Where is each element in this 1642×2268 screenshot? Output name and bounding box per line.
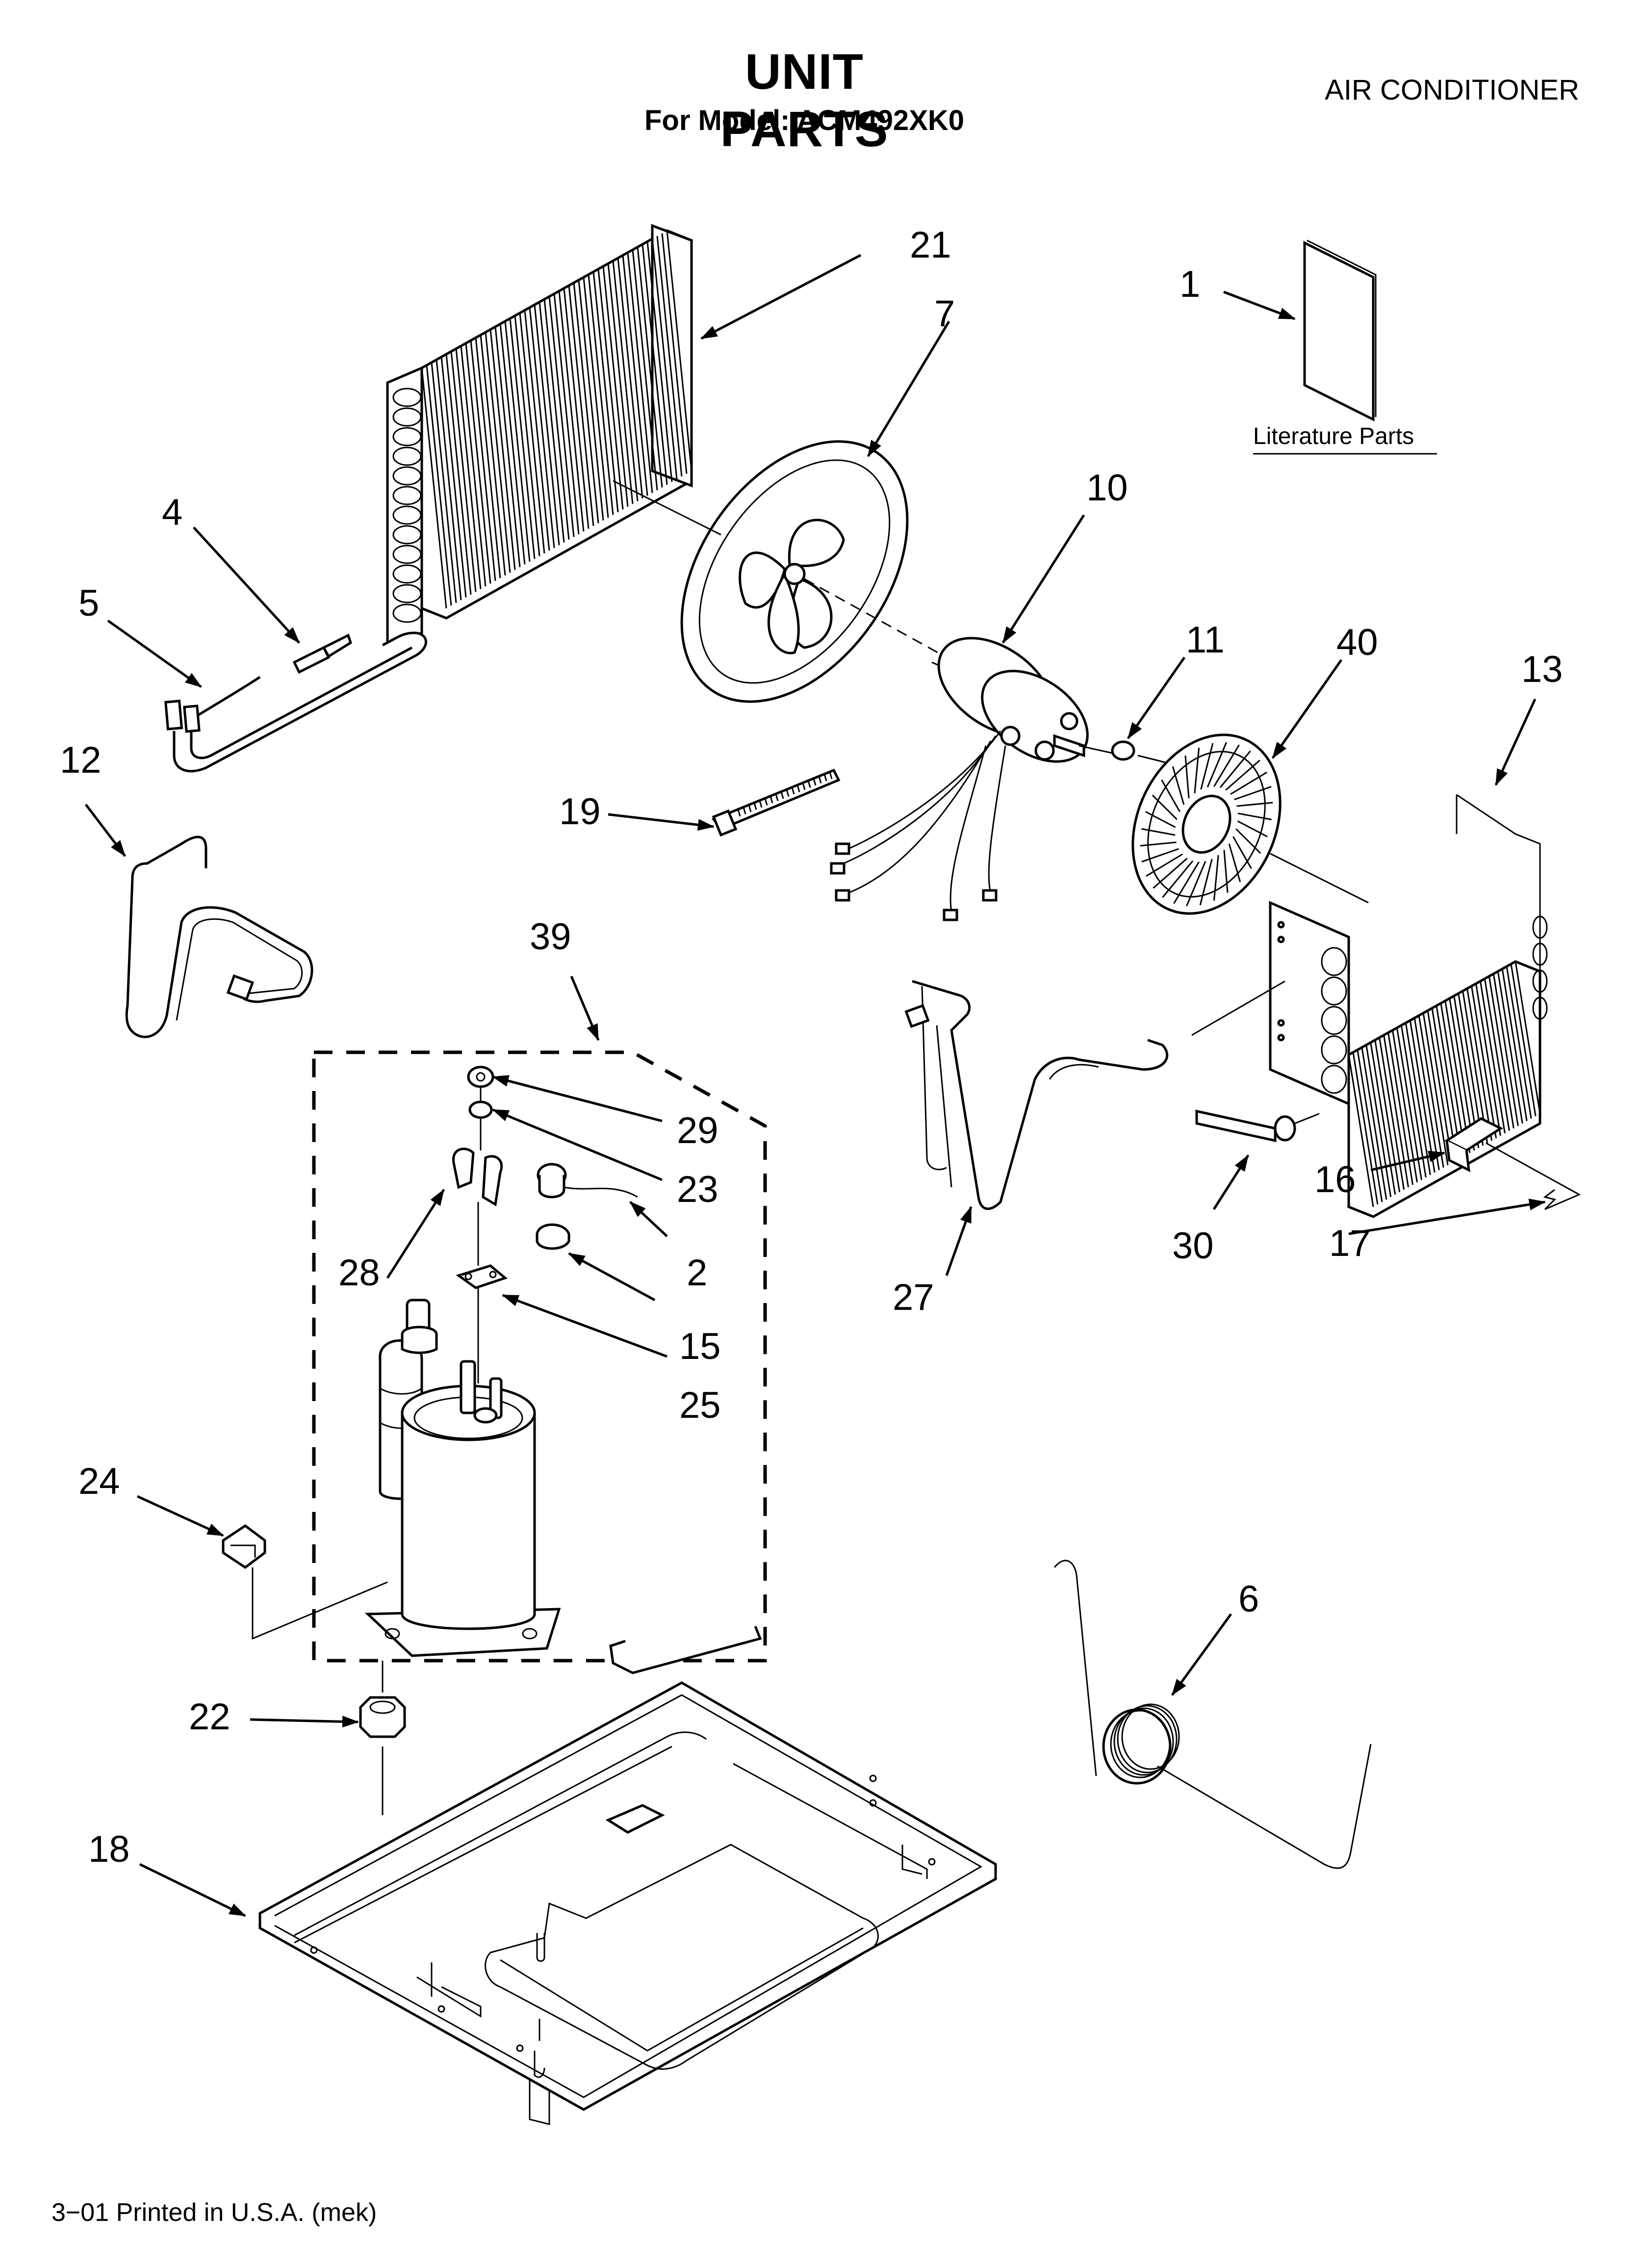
callout-2: 2 <box>687 1252 707 1294</box>
shaft-nut <box>1078 740 1178 766</box>
model-subtitle: For Model: ACM492XK0 <box>644 104 965 136</box>
hold-down-clip <box>222 1524 388 1640</box>
mounting-bracket <box>1444 1117 1581 1210</box>
callout-6: 6 <box>1238 1578 1259 1620</box>
fan-shroud <box>680 440 909 703</box>
category-label: AIR CONDITIONER <box>1325 74 1579 106</box>
callout-23: 23 <box>677 1169 718 1210</box>
callout-30: 30 <box>1172 1225 1214 1267</box>
callout-16: 16 <box>1314 1159 1356 1200</box>
callout-7: 7 <box>934 293 955 335</box>
print-footer: 3−01 Printed in U.S.A. (mek) <box>51 2198 377 2227</box>
callout-25: 25 <box>679 1384 721 1426</box>
blower-wheel <box>1131 733 1369 915</box>
callout-22: 22 <box>189 1696 231 1738</box>
compressor <box>364 1299 762 1674</box>
cable-tie <box>712 768 841 837</box>
leader-arrows <box>85 254 1546 1917</box>
literature-parts-label: Literature Parts <box>1253 423 1414 449</box>
callout-21: 21 <box>910 224 951 266</box>
callout-27: 27 <box>893 1277 934 1318</box>
condenser-coil <box>386 224 693 650</box>
base-pan <box>258 1681 997 2125</box>
tube-assembly <box>125 835 313 1039</box>
thermistor-probe <box>1195 1109 1320 1143</box>
compressor-small-parts <box>452 1066 638 1383</box>
fan-motor <box>830 637 1089 921</box>
compressor-grommet <box>359 1661 406 1815</box>
callout-29: 29 <box>677 1110 718 1151</box>
callout-4: 4 <box>162 492 182 533</box>
literature-booklet: Literature Parts <box>1253 239 1437 455</box>
callout-19: 19 <box>559 791 601 833</box>
evaporator-coil <box>1269 794 1548 1218</box>
page-title: UNIT PARTS <box>720 44 889 157</box>
heater-coil <box>1053 1560 1372 1869</box>
callout-11: 11 <box>1186 619 1225 661</box>
callout-15: 15 <box>679 1326 721 1367</box>
callout-18: 18 <box>88 1828 130 1870</box>
heater-tube <box>164 631 427 773</box>
callout-1: 1 <box>1180 263 1200 305</box>
callout-39: 39 <box>530 916 571 958</box>
refrigerant-tube <box>904 980 1285 1210</box>
callout-5: 5 <box>78 582 99 624</box>
callout-12: 12 <box>60 739 102 781</box>
callout-24: 24 <box>78 1460 120 1502</box>
callout-40: 40 <box>1336 622 1378 663</box>
callout-numbers: 21 7 1 10 11 40 13 4 5 12 19 39 29 23 2 … <box>60 224 1563 1870</box>
callout-28: 28 <box>338 1252 380 1294</box>
callout-10: 10 <box>1086 467 1128 509</box>
callout-17: 17 <box>1329 1223 1371 1264</box>
callout-13: 13 <box>1521 649 1563 690</box>
